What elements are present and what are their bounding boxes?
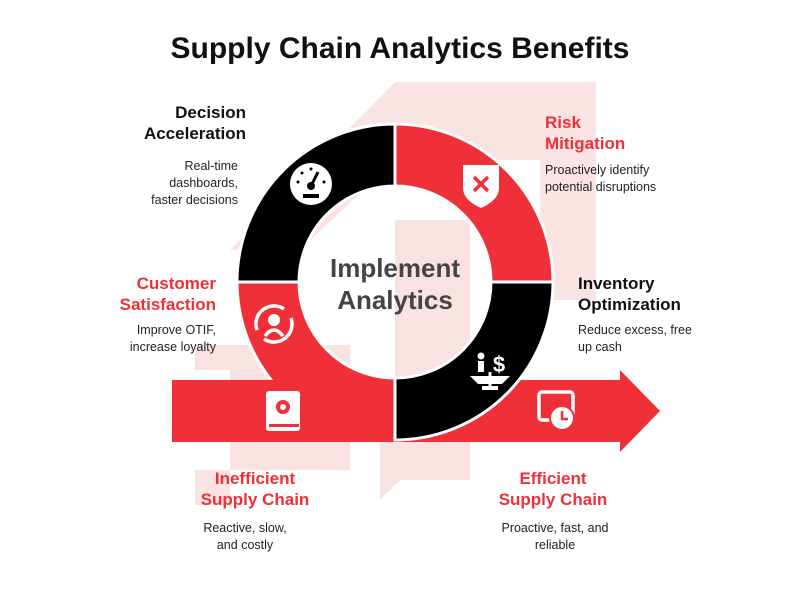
ring-segment-inventory-optimization bbox=[393, 280, 555, 442]
center-label-line1: Implement bbox=[329, 253, 461, 283]
center-label-line2: Analytics bbox=[337, 285, 453, 315]
page-title: Supply Chain Analytics Benefits bbox=[170, 32, 630, 65]
customer-satisfaction-desc: Improve OTIF,increase loyalty bbox=[129, 323, 216, 354]
calendar-clock-icon bbox=[537, 390, 575, 431]
shield-x-icon bbox=[463, 165, 499, 208]
scale-dollar-icon: $ bbox=[470, 352, 510, 390]
customer-cycle-icon bbox=[254, 304, 294, 344]
speedometer-icon bbox=[290, 163, 332, 205]
inefficient-supply-chain-desc: Reactive, slow,and costly bbox=[203, 521, 287, 552]
book-gear-icon bbox=[266, 391, 300, 431]
svg-text:$: $ bbox=[493, 352, 505, 377]
